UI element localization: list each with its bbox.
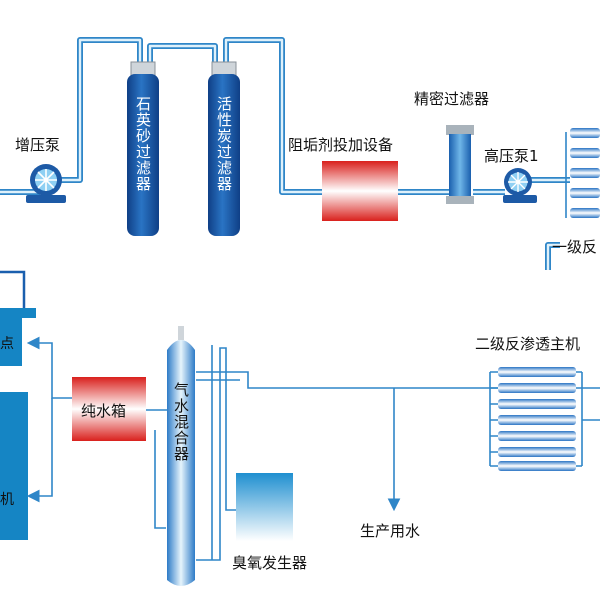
secondary-ro-label: 二级反渗透主机 (475, 335, 580, 353)
antiscalant-dosing-box (322, 161, 398, 221)
mixer-lines (154, 345, 600, 561)
top-pipeline (0, 37, 570, 270)
gas-water-mixer-label: 气水混合器 (172, 382, 190, 462)
activated-carbon-filter-label: 活性炭过滤器 (215, 96, 233, 192)
pure-water-tank (72, 377, 146, 441)
high-pressure-pump-label: 高压泵1 (484, 147, 539, 165)
precision-filter-label: 精密过滤器 (414, 90, 489, 108)
booster-pump-icon (26, 164, 66, 203)
return-lines (26, 336, 168, 503)
precision-filter (446, 125, 474, 204)
left-tank-bottom-label: 机 (0, 492, 14, 508)
booster-pump-label: 增压泵 (15, 136, 60, 154)
ozone-generator (236, 473, 293, 541)
left-tank-top-label: 点 (0, 336, 14, 352)
primary-ro-membranes (565, 128, 600, 218)
gas-water-mixer (167, 326, 195, 586)
primary-ro-label: 一级反 (552, 238, 597, 256)
activated-carbon-filter (208, 61, 240, 236)
antiscalant-dosing-label: 阻垢剂投加设备 (288, 136, 393, 154)
pure-water-tank-label: 纯水箱 (81, 402, 126, 420)
high-pressure-pump-icon (503, 168, 537, 203)
quartz-sand-filter-label: 石英砂过滤器 (134, 96, 152, 192)
secondary-ro-membranes (489, 367, 600, 471)
left-tanks (0, 270, 36, 540)
quartz-sand-filter (127, 61, 159, 236)
ozone-generator-label: 臭氧发生器 (232, 554, 307, 572)
production-water-label: 生产用水 (360, 522, 420, 540)
